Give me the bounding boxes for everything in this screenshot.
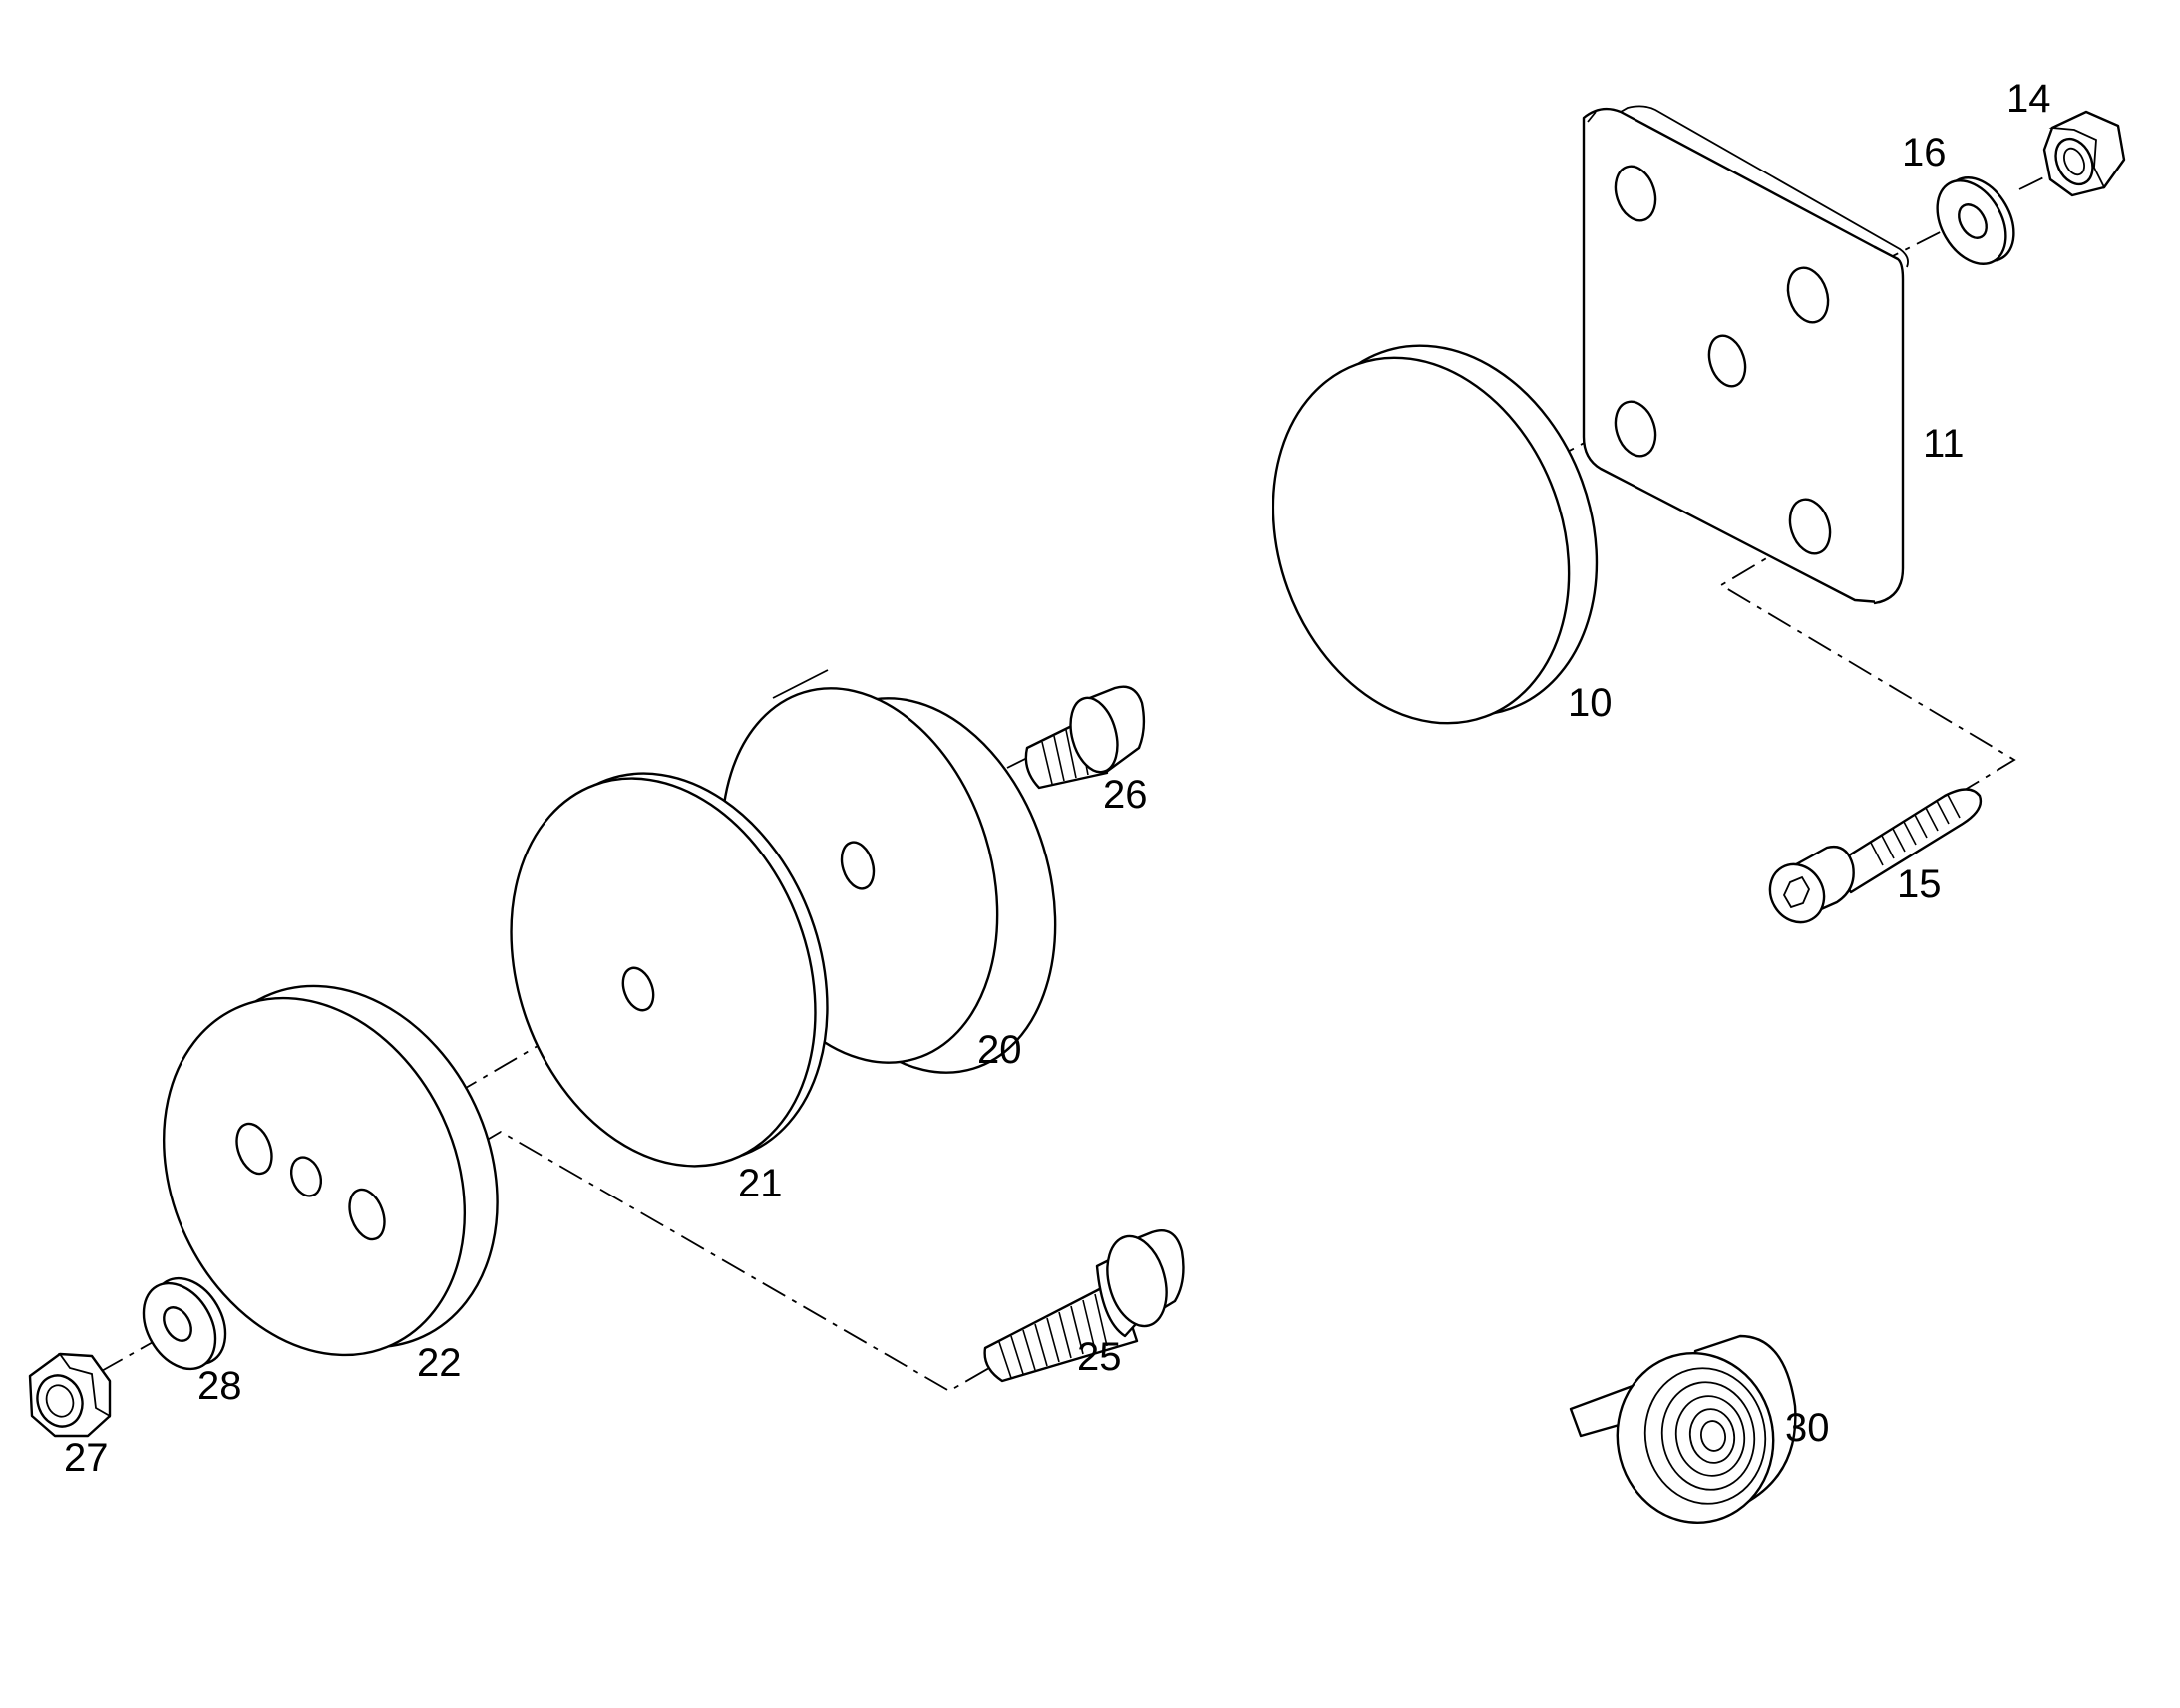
label-part-10: 10	[1568, 681, 1613, 725]
part-16-washer	[1936, 176, 2015, 265]
part-22-disc	[162, 984, 499, 1357]
label-part-11: 11	[1923, 422, 1965, 466]
part-11-square-plate	[1582, 105, 1909, 605]
label-part-26: 26	[1103, 773, 1148, 817]
label-part-27: 27	[64, 1436, 109, 1480]
part-30-tape-roll	[1569, 1334, 1797, 1524]
label-part-25: 25	[1077, 1335, 1122, 1379]
part-26-short-bolt	[1024, 685, 1146, 790]
part-25-bolt	[983, 1228, 1185, 1383]
label-part-16: 16	[1902, 131, 1947, 174]
label-part-21: 21	[738, 1162, 783, 1205]
part-15-bolt	[1768, 788, 1983, 924]
part-10-disc	[1272, 344, 1599, 725]
part-28-washer	[142, 1276, 227, 1371]
part-21-thin-disc	[510, 772, 829, 1168]
part-14-hex-nut	[2042, 110, 2126, 197]
label-part-15: 15	[1897, 862, 1942, 906]
label-part-28: 28	[197, 1364, 242, 1408]
label-part-14: 14	[2006, 77, 2051, 121]
part-labels: 14 16 11 10 15 26 20 21 22 25 28 27 30	[64, 77, 2051, 1480]
label-part-22: 22	[417, 1341, 462, 1385]
label-part-20: 20	[977, 1028, 1022, 1072]
label-part-30: 30	[1785, 1406, 1830, 1450]
part-27-hex-nut	[28, 1352, 112, 1438]
